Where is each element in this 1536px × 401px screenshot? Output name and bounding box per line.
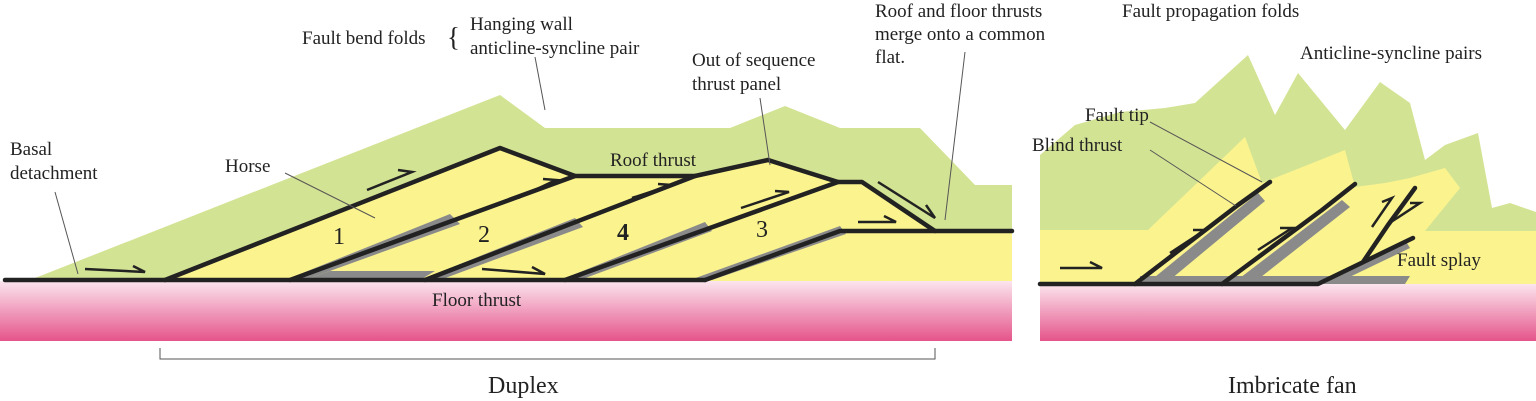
label-roof-floor-line1: Roof and floor thrusts — [875, 1, 1042, 22]
label-anticline-syncline-pairs: Anticline-syncline pairs — [1300, 43, 1482, 64]
horse-number-2: 2 — [478, 222, 490, 248]
leader-roof-floor — [944, 51, 966, 221]
label-out-of-sequence-line1: Out of sequence — [692, 50, 815, 71]
label-anticline-syncline-pair: anticline-syncline pair — [470, 38, 640, 59]
fan-gouge-2 — [1236, 200, 1350, 284]
horse-3-thrust — [562, 179, 1015, 283]
label-fault-propagation-folds: Fault propagation folds — [1122, 1, 1299, 22]
horse-number-4: 4 — [617, 220, 629, 246]
fan-basement — [1040, 284, 1536, 341]
horse-number-3: 3 — [756, 217, 768, 243]
leader-blind-thrust — [1149, 149, 1237, 207]
fan-thrust-2 — [1219, 181, 1358, 287]
label-out-of-sequence-line2: thrust panel — [692, 74, 781, 95]
caption-duplex: Duplex — [488, 373, 559, 399]
label-roof-floor-line2: merge onto a common — [875, 24, 1046, 45]
fan-thrust-sheets — [1040, 137, 1536, 284]
imbricate-fan-panel: Fault propagation folds Anticline-syncli… — [1032, 1, 1536, 399]
horse-number-1: 1 — [333, 224, 345, 250]
floor-ramp-thrust — [702, 228, 938, 283]
label-roof-thrust: Roof thrust — [610, 150, 697, 171]
leader-basal — [54, 191, 79, 275]
label-brace: { — [447, 22, 460, 52]
duplex-basement — [0, 281, 1012, 341]
label-horse: Horse — [225, 156, 270, 177]
fan-slip-arrows — [1060, 195, 1425, 270]
caption-imbricate-fan: Imbricate fan — [1228, 373, 1357, 399]
gouge-strip-3 — [560, 222, 712, 280]
horse-2-thrust — [287, 173, 698, 283]
label-fault-tip: Fault tip — [1085, 105, 1149, 126]
leader-fault-tip — [1149, 121, 1263, 183]
label-floor-thrust: Floor thrust — [432, 290, 522, 311]
fan-splay-thrust — [1360, 185, 1418, 265]
leader-hanging-wall — [534, 56, 546, 111]
fan-floor-thrust — [1037, 235, 1416, 287]
fan-gouge-1 — [1150, 193, 1265, 284]
label-fault-splay: Fault splay — [1397, 250, 1481, 271]
label-fault-bend-folds: Fault bend folds — [302, 28, 426, 49]
label-hanging-wall: Hanging wall — [470, 14, 573, 35]
duplex-bracket — [159, 348, 936, 360]
duplex-slip-arrows — [84, 168, 937, 276]
horse-1-thrust — [162, 145, 578, 283]
label-roof-floor-line3: flat. — [875, 47, 905, 68]
label-basal: Basal — [10, 139, 52, 160]
gouge-strip-4 — [690, 226, 846, 280]
duplex-panel: Fault bend folds { Hanging wall anticlin… — [0, 1, 1046, 399]
horse-4-thrust — [422, 157, 841, 283]
label-detachment: detachment — [10, 163, 98, 184]
label-blind-thrust: Blind thrust — [1032, 135, 1123, 156]
fan-thrust-1 — [1132, 179, 1273, 287]
leader-out-of-sequence — [759, 97, 771, 166]
leader-horse — [284, 172, 376, 219]
